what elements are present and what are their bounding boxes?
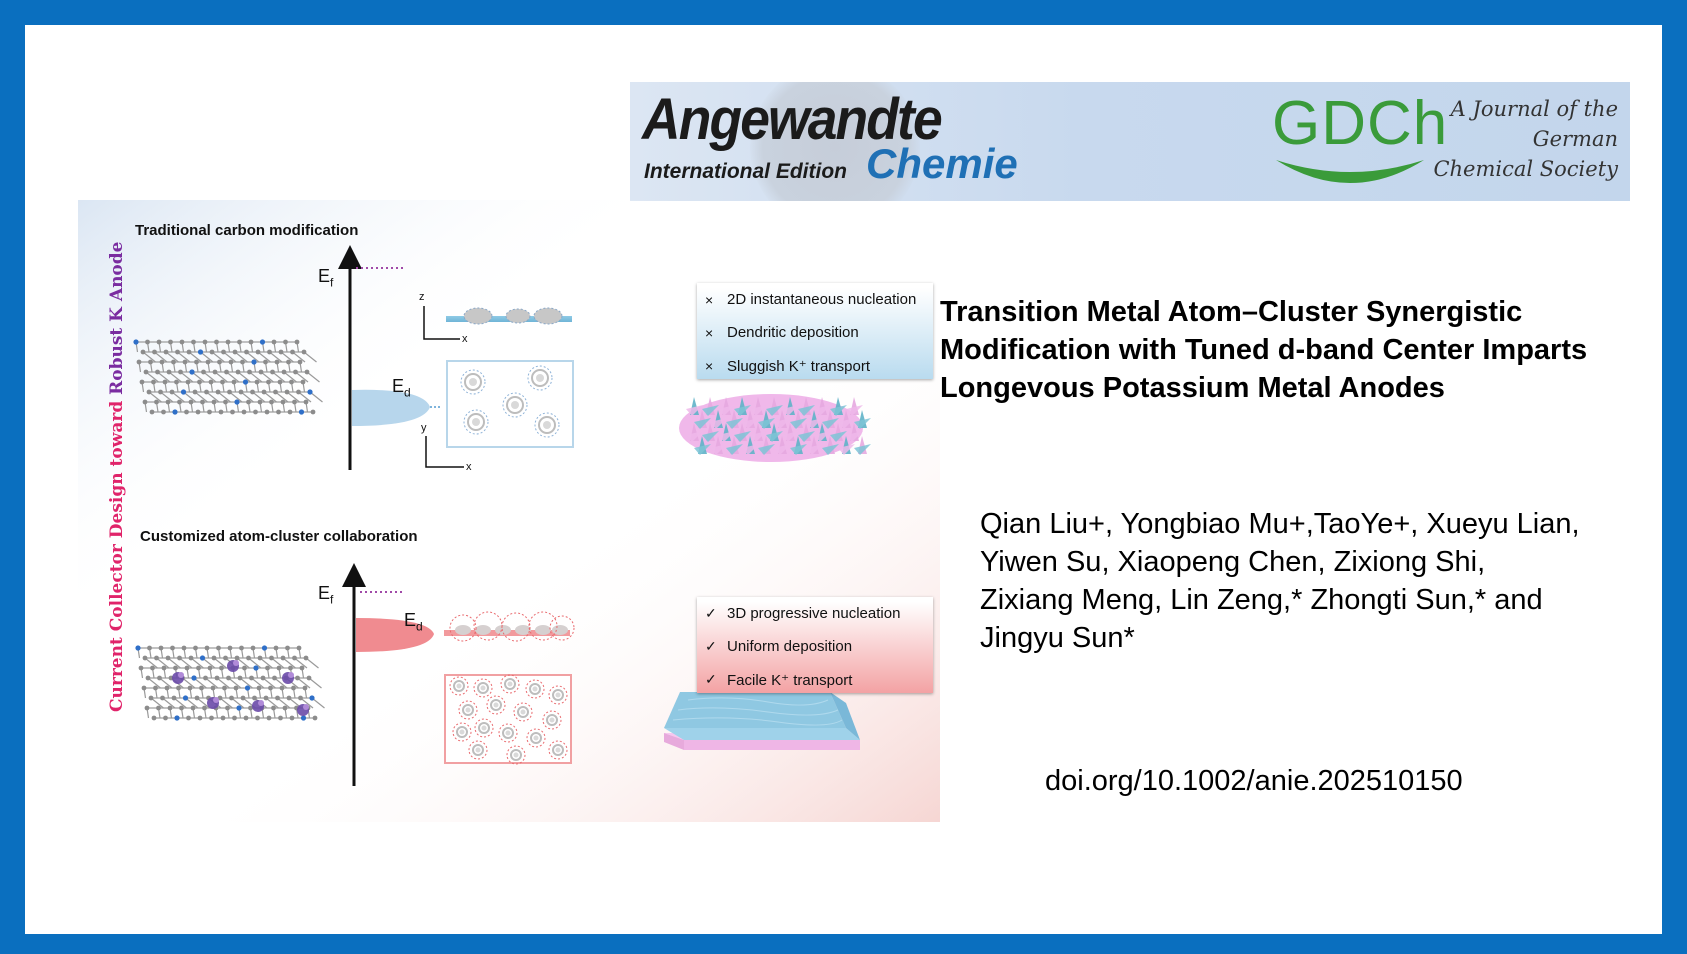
traditional-drawbacks-box: ×2D instantaneous nucleation ×Dendritic … [697,283,933,379]
journal-name: Angewandte [642,87,943,152]
gdch-logo: GDCh [1272,89,1449,158]
tagline-line: A Journal of the [1450,97,1618,121]
list-item: ×Dendritic deposition [705,324,859,341]
journal-edition: International Edition [644,160,847,183]
tagline-line: German [1532,127,1618,151]
journal-chemie: Chemie [866,140,1018,187]
check-icon: ✓ [705,638,717,654]
axis-label-x2: x [466,461,472,473]
check-icon: ✓ [705,671,717,687]
list-item: ✓Uniform deposition [705,638,853,655]
paper-authors: Qian Liu+, Yongbiao Mu+,TaoYe+, Xueyu Li… [980,508,1580,654]
journal-tagline: A Journal of the German Chemical Society [1433,94,1618,184]
ed-label-top: Ed [392,376,411,400]
xy-axes [425,436,464,468]
list-item: ✓3D progressive nucleation [705,605,901,622]
paper-title: Transition Metal Atom–Cluster Synergisti… [940,296,1588,404]
dos-blue [352,389,430,426]
gdch-swoosh-icon [1276,160,1424,183]
customized-title: Customized atom-cluster collaboration [140,528,418,545]
list-item: ×Sluggish K⁺ transport [705,357,870,375]
graphene-sheet-traditional [133,339,323,415]
axis-label-z: z [419,291,425,303]
uniform-deposit-illustration [664,692,860,750]
cross-icon: × [705,324,714,341]
check-icon: ✓ [705,605,717,621]
slide-frame: Angewandte International Edition Chemie … [25,25,1662,934]
cross-icon: × [705,357,714,374]
dos-red [356,618,434,652]
traditional-title: Traditional carbon modification [135,222,359,239]
journal-banner: Angewandte International Edition Chemie … [630,82,1630,201]
graphene-sheet-customized [135,645,325,721]
ef-label-bottom: Ef [318,583,334,607]
customized-advantages-box: ✓3D progressive nucleation ✓Uniform depo… [697,597,933,693]
ed-label-bottom: Ed [404,610,423,634]
graphical-abstract: Current Collector Design toward Robust K… [78,200,940,822]
dendritic-deposit-illustration [679,394,871,462]
banner-decoration [750,82,920,201]
ef-label-top: Ef [318,266,334,290]
cross-icon: × [705,291,714,308]
side-label: Current Collector Design toward Robust K… [107,241,127,712]
list-item: ✓Facile K⁺ transport [705,671,853,689]
list-item: ×2D instantaneous nucleation [705,291,917,308]
axis-label-y: y [421,422,427,434]
xz-axes [423,306,460,340]
axis-label-x: x [462,333,468,345]
paper-doi[interactable]: doi.org/10.1002/anie.202510150 [1045,765,1463,797]
tagline-line: Chemical Society [1433,157,1618,181]
